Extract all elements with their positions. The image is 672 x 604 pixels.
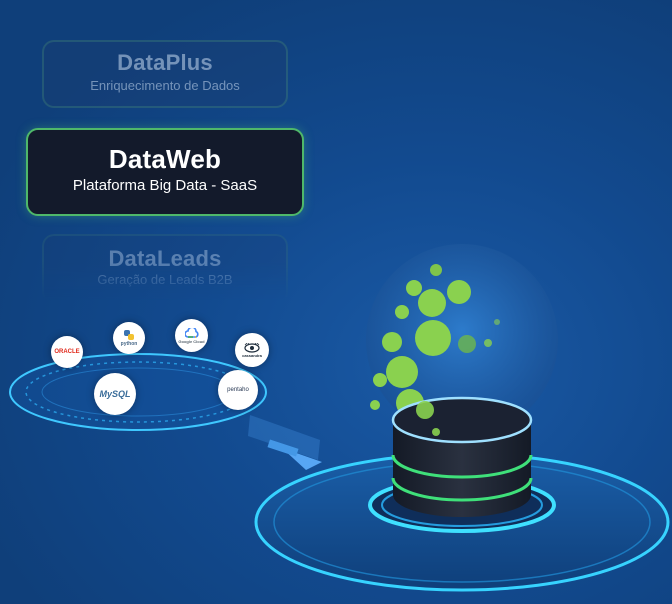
cloud-icon bbox=[184, 327, 199, 338]
card-dataplus[interactable]: DataPlus Enriquecimento de Dados bbox=[42, 40, 288, 108]
card-dataleads[interactable]: DataLeads Geração de Leads B2B bbox=[42, 234, 288, 304]
card-title: DataLeads bbox=[108, 246, 222, 271]
cassandra-logo-text: cassandra bbox=[242, 352, 262, 358]
card-subtitle: Plataforma Big Data - SaaS bbox=[72, 177, 258, 194]
cassandra-eye-icon bbox=[244, 342, 260, 353]
google-cloud-logo: Google Cloud bbox=[175, 319, 208, 352]
python-icon bbox=[124, 330, 134, 340]
card-subtitle: Enriquecimento de Dados bbox=[90, 78, 240, 93]
card-title: DataWeb bbox=[108, 144, 222, 174]
mysql-logo: MySQL bbox=[94, 373, 136, 415]
oracle-logo: ORACLE bbox=[51, 336, 83, 368]
card-title: DataPlus bbox=[117, 50, 213, 75]
card-dataweb[interactable]: DataWeb Plataforma Big Data - SaaS bbox=[26, 128, 304, 216]
mysql-logo-text: MySQL bbox=[99, 388, 131, 399]
flow-arrow bbox=[248, 415, 322, 470]
python-logo-text: python bbox=[120, 341, 138, 347]
pentaho-logo-text: pentaho bbox=[227, 387, 249, 393]
python-logo: python bbox=[113, 322, 145, 354]
cassandra-logo: cassandra bbox=[235, 333, 269, 367]
database-icon bbox=[391, 396, 533, 517]
oracle-logo-text: ORACLE bbox=[54, 349, 80, 355]
card-subtitle: Geração de Leads B2B bbox=[97, 272, 233, 287]
pentaho-logo: pentaho bbox=[218, 370, 258, 410]
globe-icon bbox=[366, 244, 558, 436]
google-cloud-logo-text: Google Cloud bbox=[178, 338, 205, 344]
